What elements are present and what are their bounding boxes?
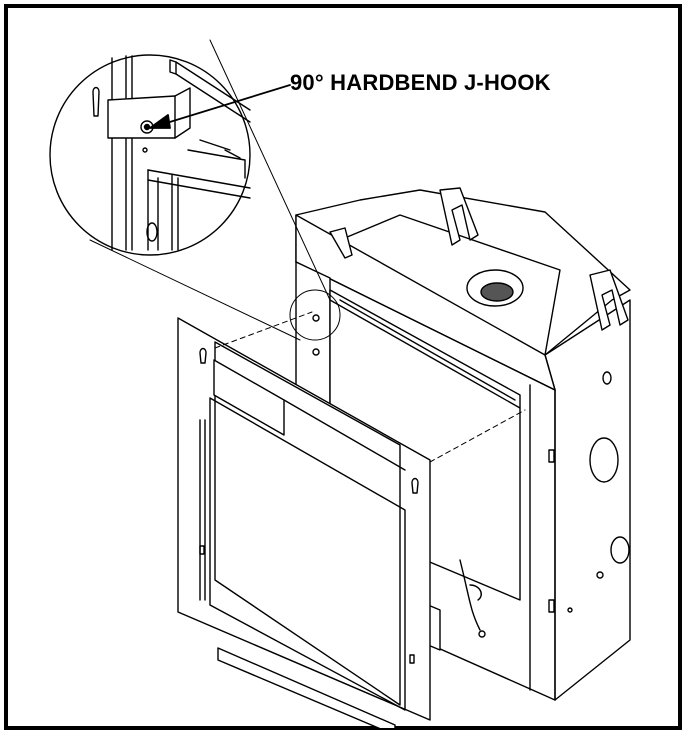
front-facing-panel (177, 317, 431, 728)
callout-arrow (149, 84, 291, 129)
callout-label: 90° HARDBEND J-HOOK (290, 70, 551, 95)
magnified-detail (49, 54, 251, 256)
alignment-lines (214, 311, 526, 463)
detail-callout (89, 39, 341, 341)
